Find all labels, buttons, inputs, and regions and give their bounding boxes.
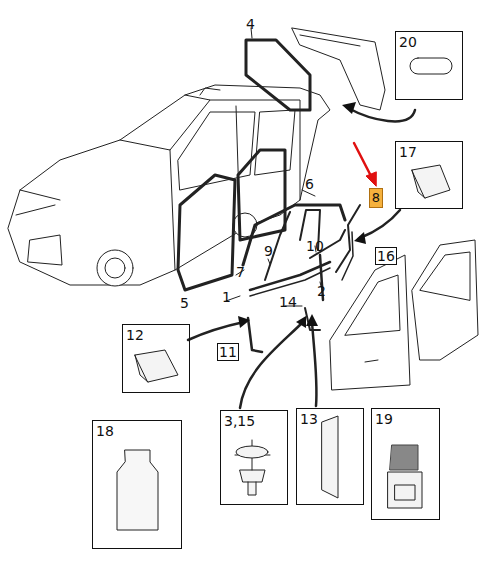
callout-number: 4 [246, 16, 255, 32]
callout-box: 12 [122, 324, 190, 393]
callout-number: 6 [305, 176, 314, 192]
callout-box: 3,15 [220, 410, 288, 505]
callout-box: 13 [296, 408, 364, 505]
callout-number: 16 [377, 248, 395, 264]
callout-box: 19 [371, 408, 440, 520]
callout-number: 2 [317, 283, 326, 299]
callout-box: 20 [395, 31, 463, 100]
callout-number: 19 [375, 411, 393, 427]
callout-number: 1 [222, 289, 231, 305]
callout-number: 18 [96, 423, 114, 439]
callout-number: 8 [372, 190, 380, 206]
callout-number-box: 8 [369, 188, 383, 208]
callout-number: 5 [180, 295, 189, 311]
callout-number: 20 [399, 34, 417, 50]
callout-number: 7 [236, 264, 245, 280]
callout-number: 3,15 [224, 413, 255, 429]
callout-box: 18 [92, 420, 182, 549]
callout-box: 17 [395, 141, 463, 209]
callout-number: 12 [126, 327, 144, 343]
callout-number: 13 [300, 411, 318, 427]
callout-number-box: 16 [375, 247, 397, 265]
callout-number: 17 [399, 144, 417, 160]
callout-number: 9 [264, 243, 273, 259]
callout-number: 14 [279, 294, 297, 310]
callout-number-box: 11 [217, 343, 239, 361]
callout-number: 11 [219, 344, 237, 360]
callout-number: 10 [306, 238, 324, 254]
